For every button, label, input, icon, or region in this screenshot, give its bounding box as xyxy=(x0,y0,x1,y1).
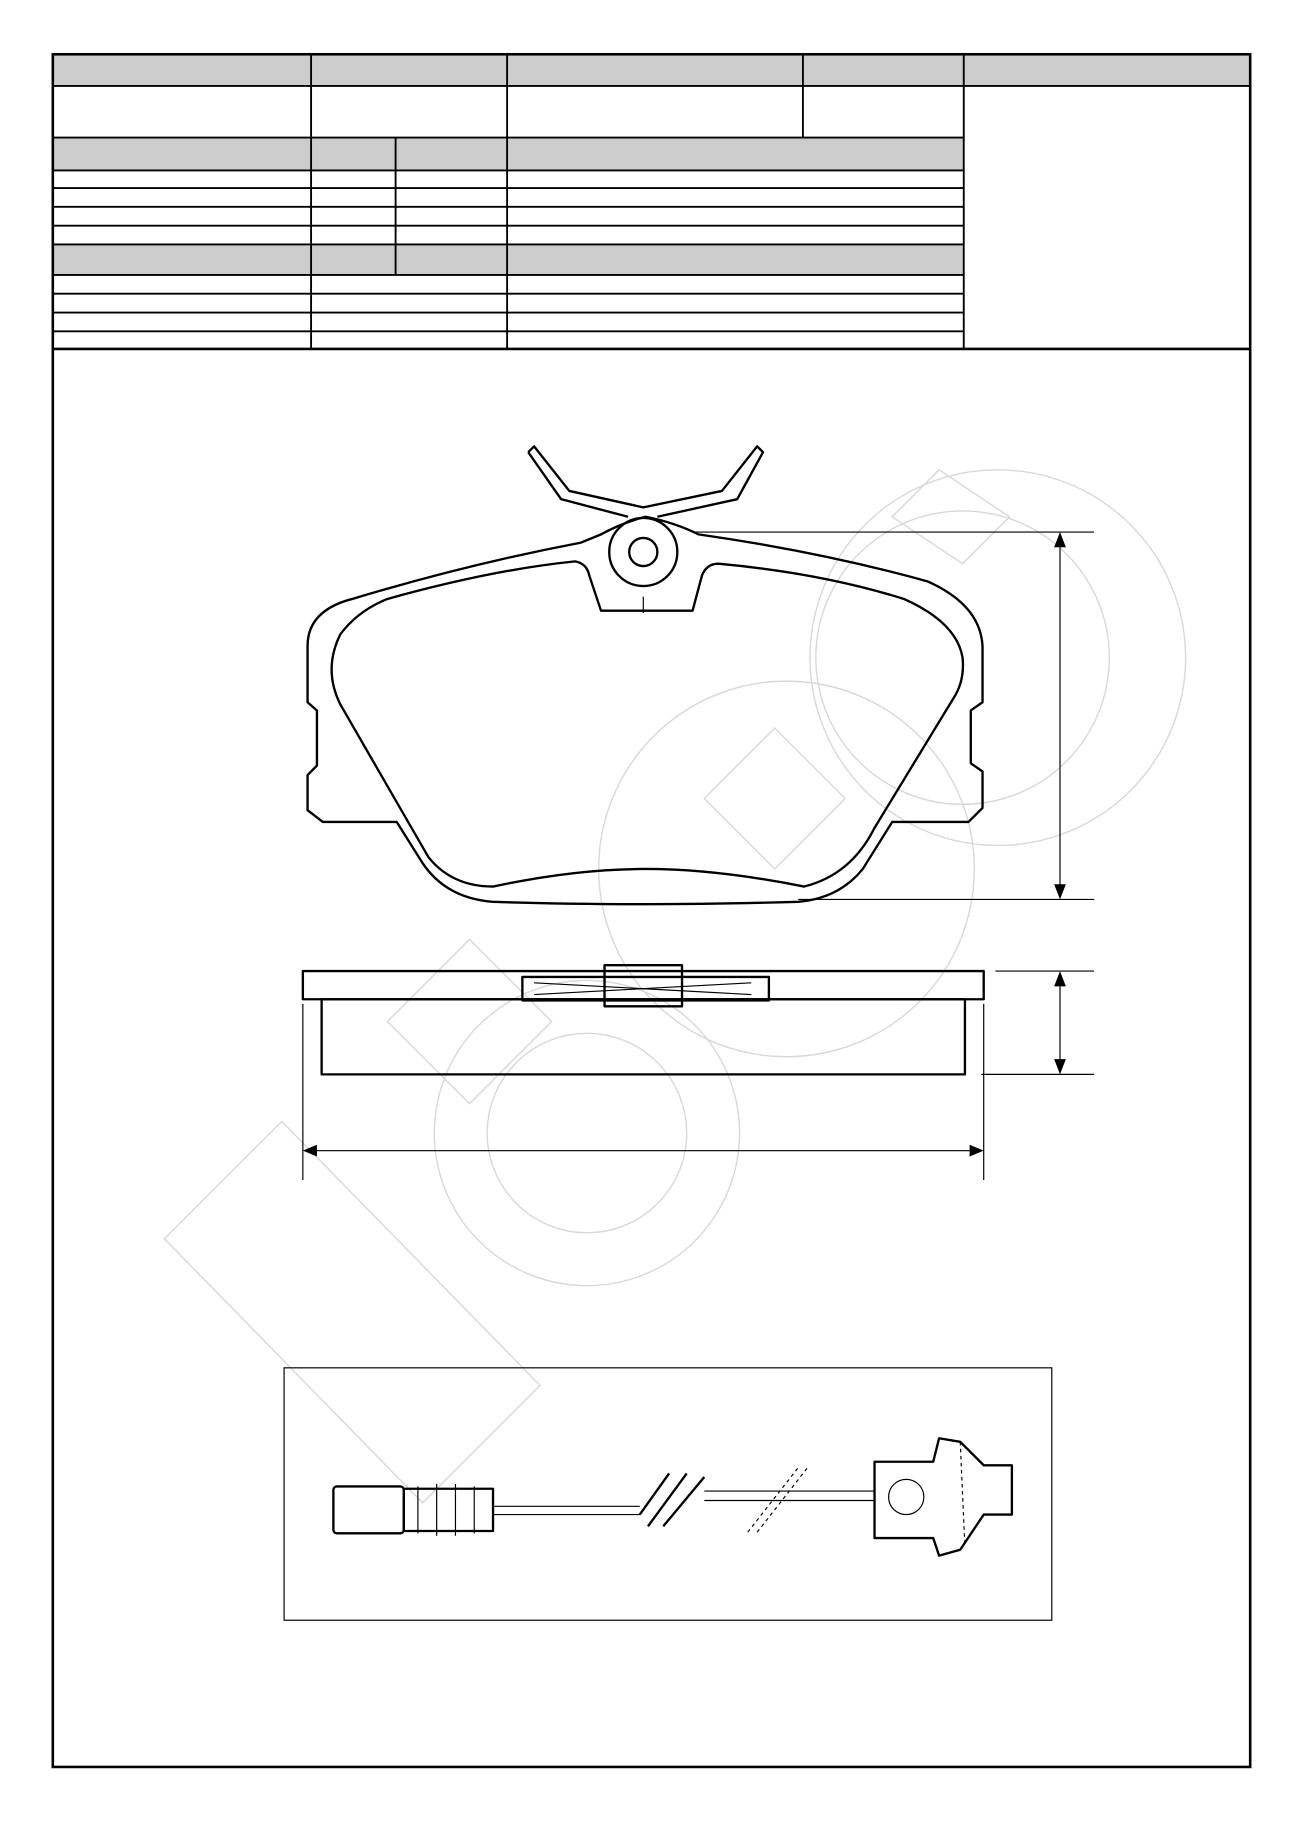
brake-pad-front-view xyxy=(306,445,1095,906)
title-block-table xyxy=(51,52,1252,1769)
wear-sensor-view xyxy=(283,1367,1053,1621)
watermark-logo xyxy=(163,468,1187,1504)
brake-pad-side-view xyxy=(301,964,1095,1181)
